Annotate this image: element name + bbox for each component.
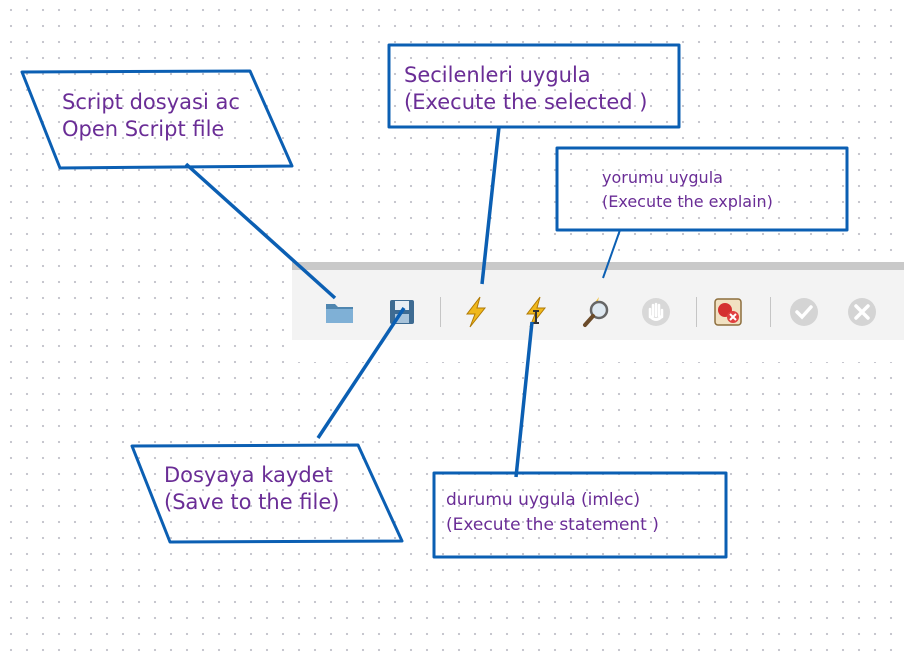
execute-statement-label: durumu uygula (imlec) (Execute the state… [446,488,659,537]
execute-selected-line1: Secilenleri uygula [404,63,591,87]
explain-line1: yorumu uygula [602,168,723,187]
open-script-line1: Script dosyasi ac [62,90,240,114]
stop-on-error-button[interactable] [710,294,746,330]
explain-line2: (Execute the explain) [602,192,773,211]
open-script-label: Script dosyasi ac Open Script file [62,89,240,144]
open-script-line2: Open Script file [62,117,225,142]
save-file-line1: Dosyaya kaydet [164,463,333,487]
check-icon [790,298,818,326]
folder-icon [326,304,353,323]
lightning-cursor-icon [525,296,547,328]
explain-button[interactable] [580,294,616,330]
commit-button[interactable] [786,294,822,330]
rollback-button[interactable] [844,294,880,330]
execute-selected-label: Secilenleri uygula (Execute the selected… [404,62,648,117]
toolbar-separator [770,297,771,327]
hand-icon [642,298,670,326]
execute-selected-line2: (Execute the selected ) [404,90,648,115]
toolbar-separator [696,297,697,327]
open-script-button[interactable] [322,294,358,330]
save-file-label: Dosyaya kaydet (Save to the file) [164,462,340,517]
execute-selected-button[interactable] [458,294,494,330]
execute-statement-line2: (Execute the statement ) [446,514,659,535]
save-file-line2: (Save to the file) [164,490,340,515]
cross-icon [848,298,876,326]
magnifier-icon [583,297,609,327]
execute-selected-connector [480,126,501,285]
execute-statement-button[interactable] [518,294,554,330]
lightning-icon [465,296,487,328]
editor-toolbar [292,262,904,362]
stop-on-error-icon [714,298,742,326]
save-file-button[interactable] [384,294,420,330]
execute-statement-line1: durumu uygula (imlec) [446,490,641,510]
stop-button[interactable] [638,294,674,330]
explain-label: yorumu uygula (Execute the explain) [602,166,773,214]
floppy-disk-icon [390,300,414,324]
editor-area-strip [292,340,904,362]
toolbar-separator [440,297,441,327]
